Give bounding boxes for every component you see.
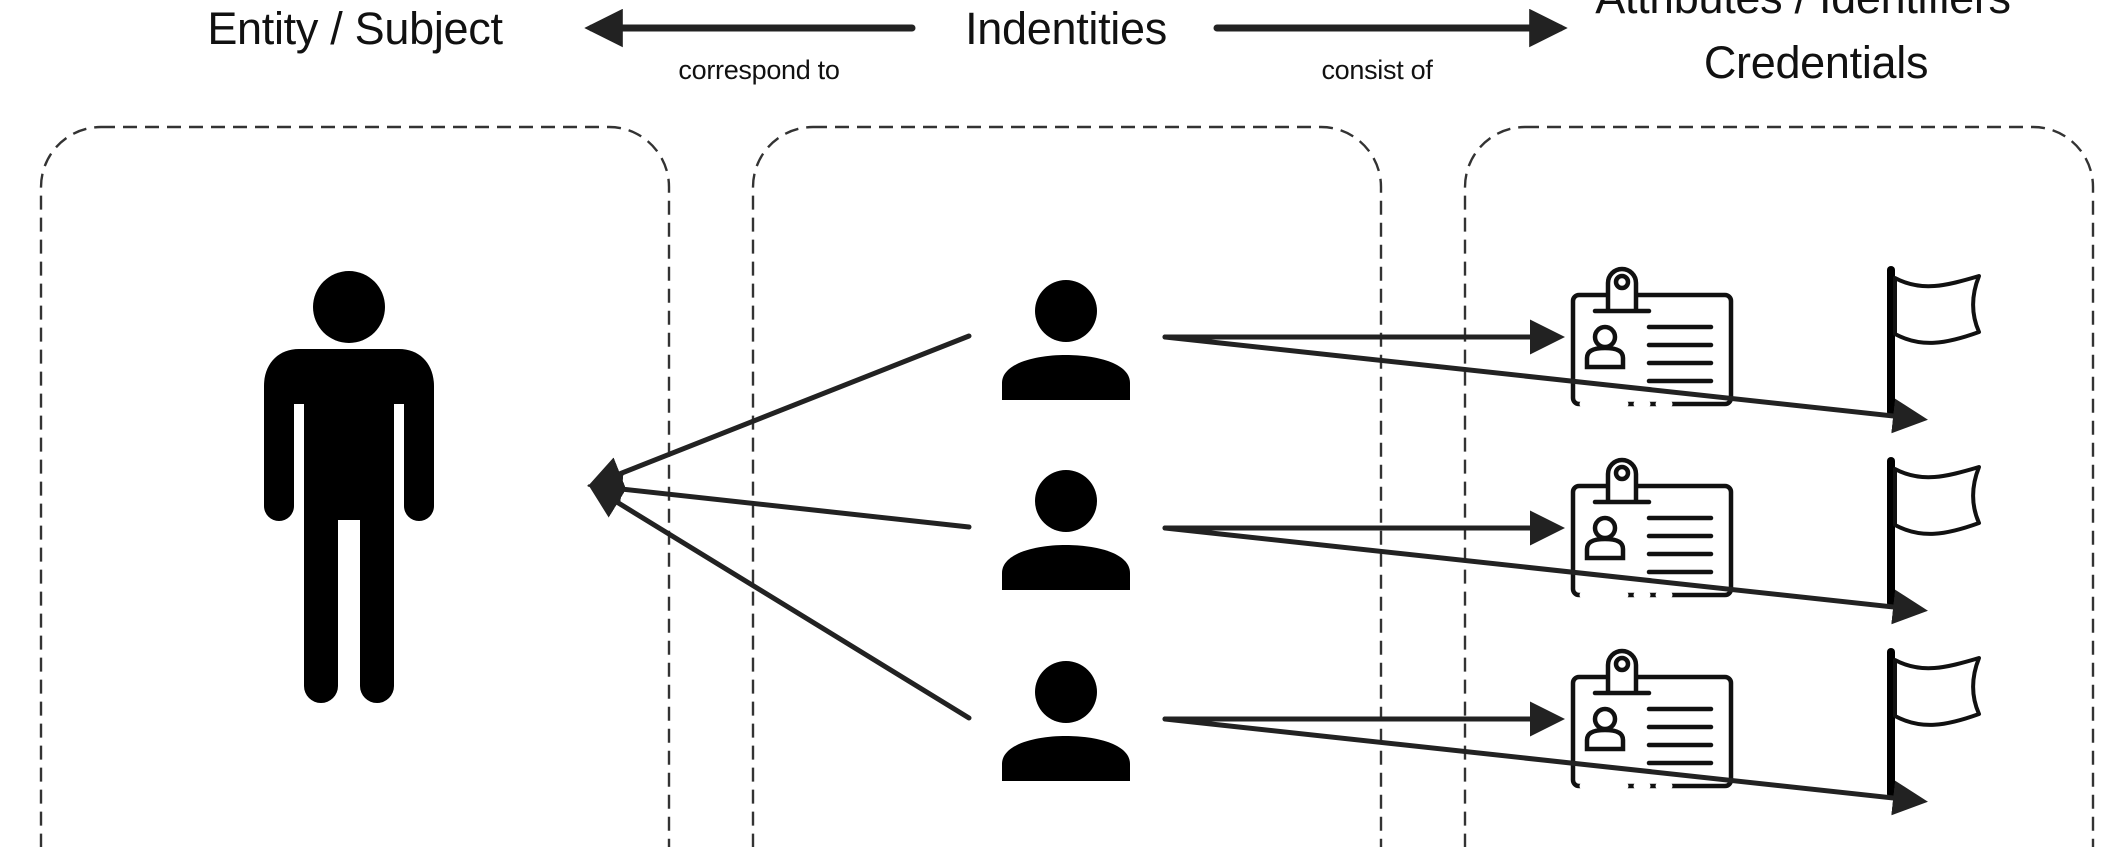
identities-box [751,125,1383,847]
credentials-title: Credentials [1703,37,1929,88]
identity-2-to-identifier-arrow [1162,525,1928,625]
identity-1-to-identifier-arrow [1162,334,1928,434]
identity-1-to-entity-arrow [587,333,972,490]
attributes-identifiers-title: Attributes / Identifiers [1595,0,2011,23]
identifier-2-flag-icon [1891,461,1979,603]
entity-box [39,125,671,847]
identity-3-to-entity-arrow [588,484,972,721]
identity-2-to-entity-arrow [587,471,972,530]
identity-3-to-identifier-arrow [1162,716,1928,816]
correspond-to-label: correspond to [678,55,840,85]
identity-2-user-icon [1002,470,1130,590]
identifier-1-flag-icon [1891,270,1979,412]
identity-1-user-icon [1002,280,1130,400]
identity-3-user-icon [1002,661,1130,781]
entity-subject-title: Entity / Subject [207,3,503,54]
person-standing-icon [264,271,434,703]
attributes-box [1463,125,2095,847]
identities-title: Indentities [965,3,1167,54]
identifier-3-flag-icon [1891,652,1979,794]
consist-of-label: consist of [1321,55,1433,85]
